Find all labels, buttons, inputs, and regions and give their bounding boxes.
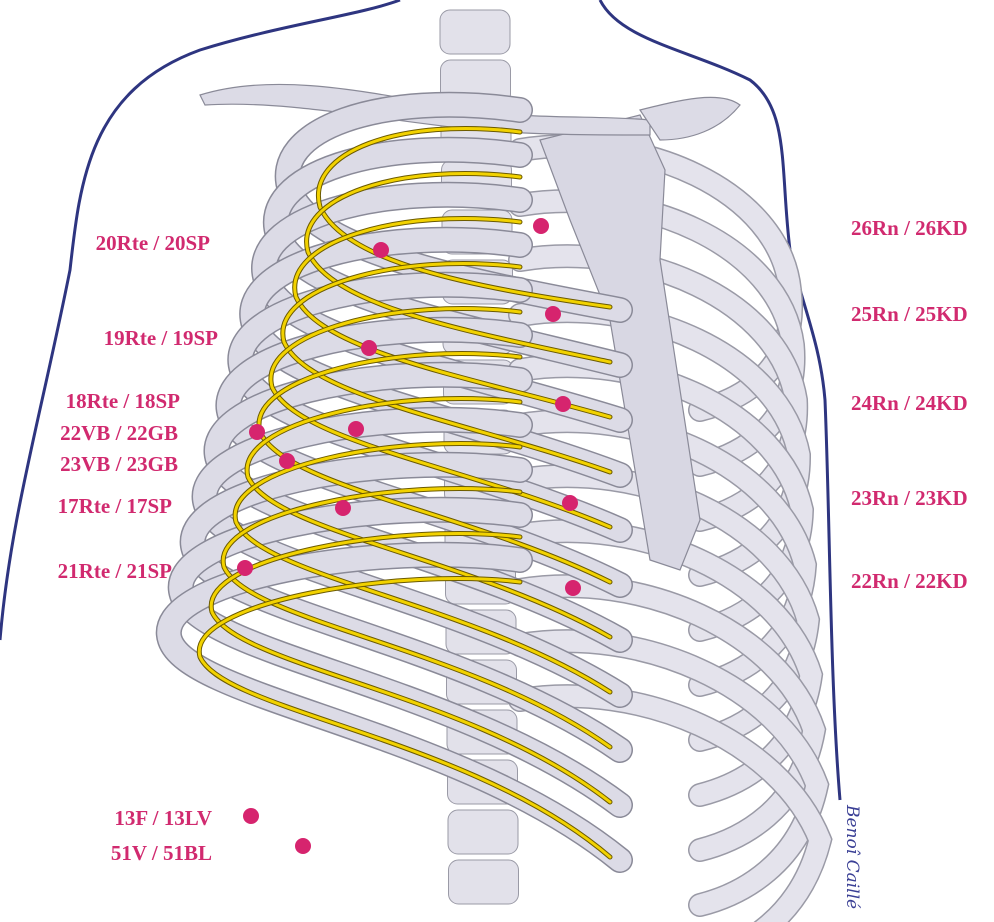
point-13lv[interactable] (243, 808, 259, 824)
acupoints (237, 218, 581, 854)
body-outline-left (0, 0, 401, 641)
label-13f: 13F / 13LV (114, 806, 212, 830)
label-18rte: 18Rte / 18SP (65, 389, 180, 413)
nerve (293, 217, 612, 419)
nerve (197, 577, 612, 859)
label-25rn: 25Rn / 25KD (851, 302, 968, 326)
nerve (221, 487, 612, 749)
label-17rte: 17Rte / 17SP (57, 494, 172, 518)
label-22rn: 22Rn / 22KD (851, 569, 968, 593)
label-24rn: 24Rn / 24KD (851, 391, 968, 415)
label-19rte: 19Rte / 19SP (103, 326, 218, 350)
nerve (316, 127, 612, 309)
nerve (269, 307, 612, 529)
nerve (209, 532, 612, 804)
nerve (233, 442, 612, 694)
vertebra (447, 809, 519, 855)
point-23gb[interactable] (279, 453, 295, 469)
point-24kd[interactable] (555, 396, 571, 412)
label-23rn: 23Rn / 23KD (851, 486, 968, 510)
nerve (281, 262, 612, 474)
label-22vb: 22VB / 22GB (60, 421, 178, 445)
point-22kd[interactable] (565, 580, 581, 596)
vertebra (448, 859, 519, 905)
label-23vb: 23VB / 23GB (60, 452, 178, 476)
label-51v: 51V / 51BL (110, 841, 212, 865)
artist-signature: Benoî Caillé (842, 805, 862, 910)
point-23kd[interactable] (562, 495, 578, 511)
sternum (539, 114, 701, 571)
nerve (305, 172, 612, 364)
intercostal-nerves (196, 126, 613, 860)
shoulder-joint (639, 96, 741, 141)
point-20sp[interactable] (373, 242, 389, 258)
label-21rte: 21Rte / 21SP (57, 559, 172, 583)
vertebra (439, 9, 511, 55)
point-18sp[interactable] (348, 421, 364, 437)
point-21sp[interactable] (237, 560, 253, 576)
point-25kd[interactable] (545, 306, 561, 322)
label-26rn: 26Rn / 26KD (851, 216, 968, 240)
point-26kd[interactable] (533, 218, 549, 234)
point-51bl[interactable] (295, 838, 311, 854)
point-19sp[interactable] (361, 340, 377, 356)
point-17sp[interactable] (335, 500, 351, 516)
point-22gb[interactable] (249, 424, 265, 440)
label-20rte: 20Rte / 20SP (95, 231, 210, 255)
